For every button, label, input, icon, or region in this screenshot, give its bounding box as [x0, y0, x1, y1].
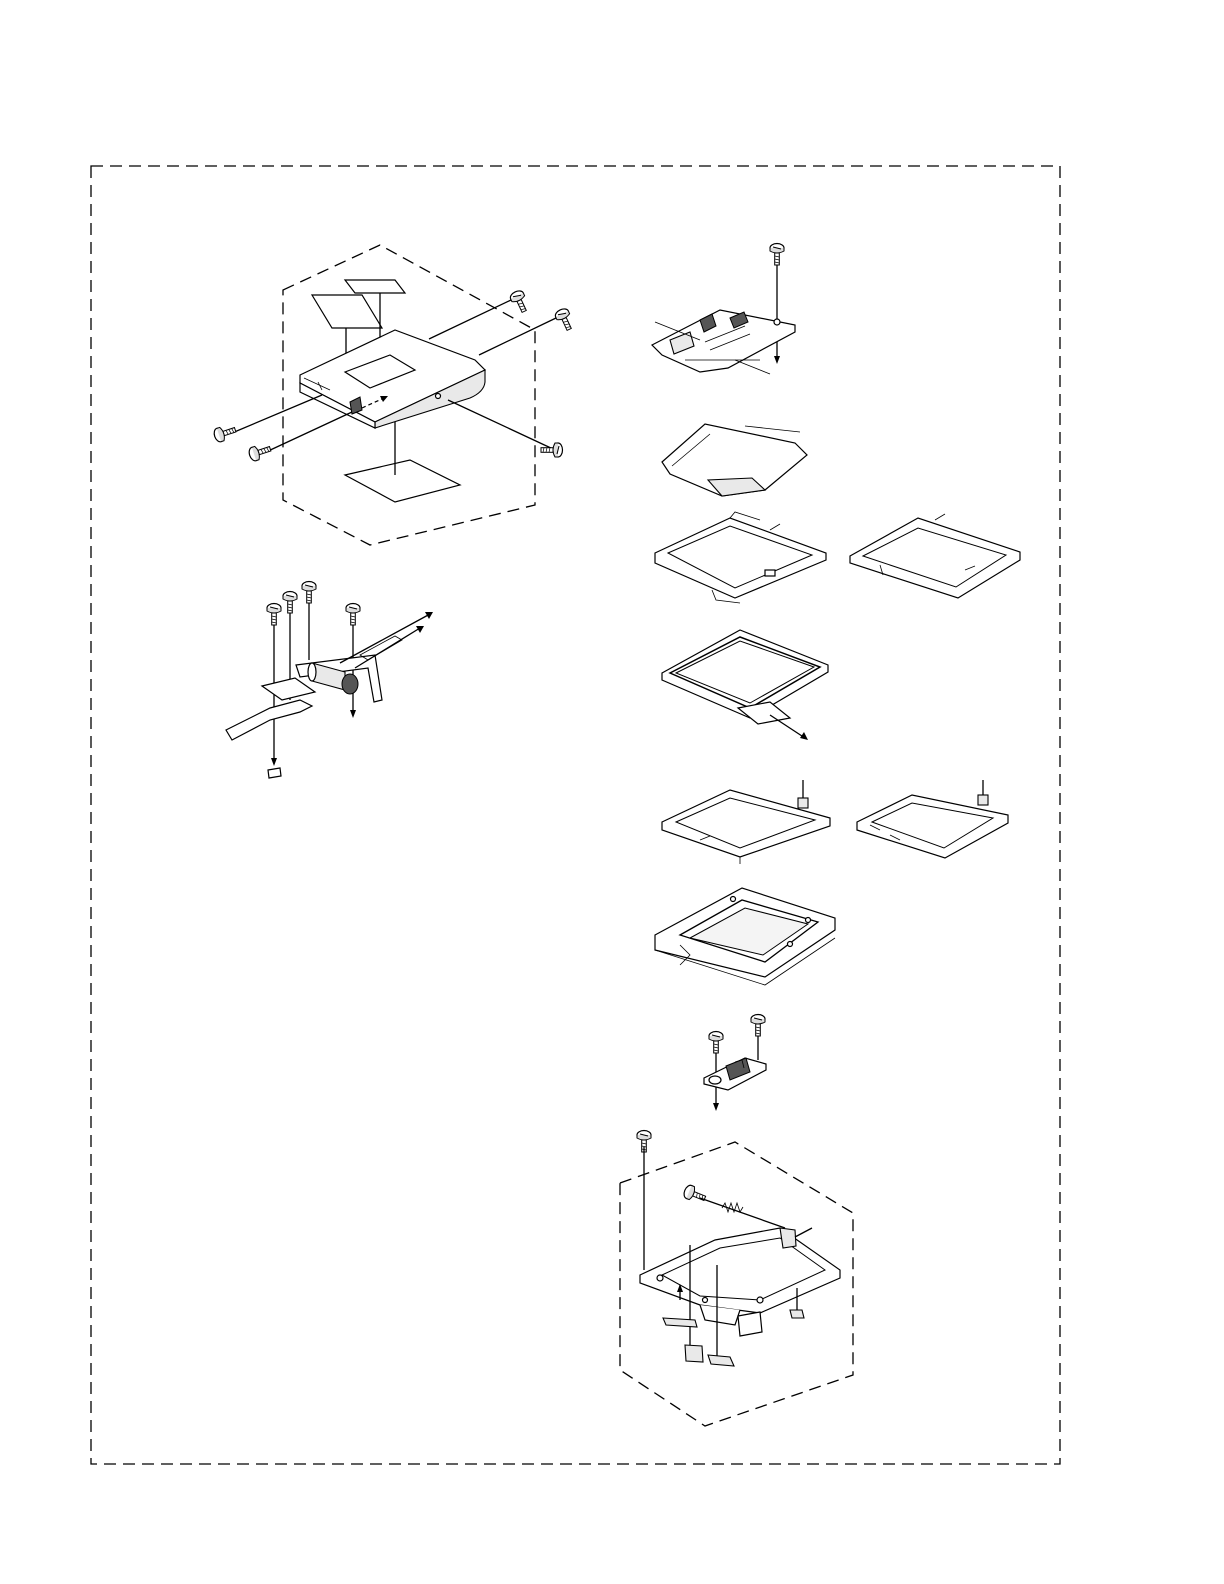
screw-icon [213, 423, 238, 443]
frame-d [857, 780, 1008, 858]
screw-icon [267, 604, 281, 626]
screw-icon [283, 592, 297, 614]
screw-icon [346, 604, 360, 626]
hinge-flex-cable [226, 700, 312, 740]
screw-icon [770, 244, 784, 266]
label-pad-bottom [345, 460, 460, 502]
frame-a [655, 512, 826, 603]
screw-icon [682, 1184, 707, 1205]
bottom-pad-1 [663, 1318, 697, 1327]
screw-icon [751, 1015, 765, 1037]
label-pad-top-2 [312, 295, 382, 328]
screw-icon [709, 1032, 723, 1054]
frame-c [662, 780, 830, 864]
pcb-board-group [652, 244, 795, 375]
screw-icon [509, 289, 531, 314]
hinge-clip [268, 768, 281, 778]
label-pad-top-1 [345, 280, 405, 293]
switch-bracket-group [704, 1015, 766, 1112]
screw-icon [302, 582, 316, 604]
bottom-bracket [640, 1228, 840, 1313]
hinge-assembly-group [226, 582, 433, 779]
frame-assembly [655, 888, 835, 985]
frame-b [850, 514, 1020, 598]
screw-icon [554, 307, 576, 332]
lcd-display [662, 630, 828, 740]
bottom-pad-3 [708, 1355, 734, 1366]
cover-assembly-group [213, 245, 576, 545]
screw-icon [248, 442, 273, 462]
bottom-pad-2 [685, 1345, 703, 1362]
bottom-bracket-group [620, 1131, 853, 1427]
bottom-pad-4 [790, 1310, 804, 1318]
lcd-sheet-group [662, 424, 807, 496]
